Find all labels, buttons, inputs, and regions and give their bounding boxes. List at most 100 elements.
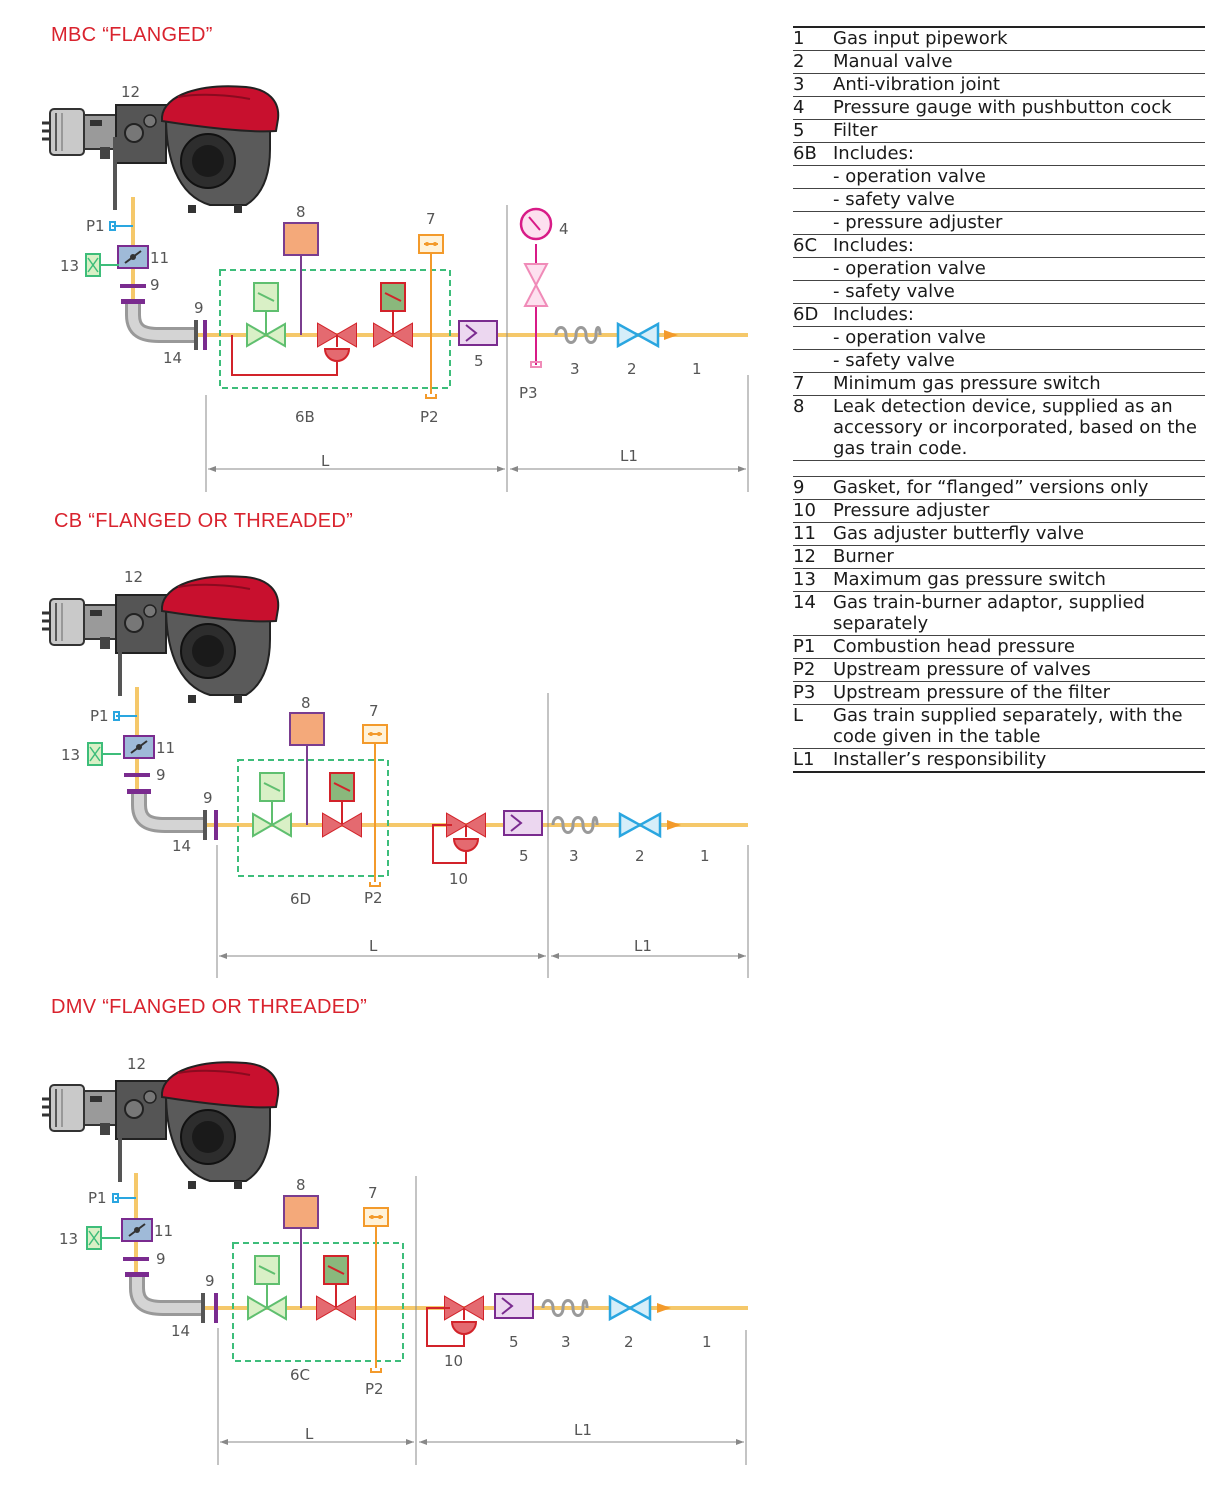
label-14: 14 xyxy=(171,1322,190,1340)
label-2: 2 xyxy=(624,1333,634,1351)
label-3: 3 xyxy=(569,847,579,865)
legend-row: - operation valve xyxy=(793,165,1205,189)
legend-key xyxy=(793,326,833,350)
legend-key: P3 xyxy=(793,681,833,705)
label-1: 1 xyxy=(702,1333,712,1351)
legend-text: Upstream pressure of valves xyxy=(833,658,1205,682)
legend-row: - operation valve xyxy=(793,257,1205,281)
label-6c: 6C xyxy=(290,1366,310,1384)
legend-text: Installer’s responsibility xyxy=(833,748,1205,773)
label-p1: P1 xyxy=(86,217,105,235)
legend-text: - safety valve xyxy=(833,188,1205,212)
legend-row: - safety valve xyxy=(793,188,1205,212)
label-3: 3 xyxy=(561,1333,571,1351)
label-p2: P2 xyxy=(420,408,439,426)
legend-text: Gas input pipework xyxy=(833,27,1205,51)
legend-text: - operation valve xyxy=(833,257,1205,281)
legend-key: 5 xyxy=(793,119,833,143)
legend-key: P2 xyxy=(793,658,833,682)
title-cb: CB “FLANGED OR THREADED” xyxy=(54,510,354,532)
label-l1: L1 xyxy=(634,937,652,955)
legend-key: 6C xyxy=(793,234,833,258)
label-8: 8 xyxy=(296,1176,306,1194)
label-9a: 9 xyxy=(150,276,160,294)
legend-key: P1 xyxy=(793,635,833,659)
legend-text: Manual valve xyxy=(833,50,1205,74)
legend-key: 13 xyxy=(793,568,833,592)
label-9a: 9 xyxy=(156,1250,166,1268)
legend-key xyxy=(793,165,833,189)
label-12: 12 xyxy=(124,568,143,586)
legend-text: Gas adjuster butterfly valve xyxy=(833,522,1205,546)
legend-text: Gas train-burner adaptor, supplied separ… xyxy=(833,591,1205,636)
label-5: 5 xyxy=(519,847,529,865)
legend-key xyxy=(793,257,833,281)
legend-text: Includes: xyxy=(833,234,1205,258)
title-dmv: DMV “FLANGED OR THREADED” xyxy=(51,996,368,1018)
legend-key: 4 xyxy=(793,96,833,120)
label-p1: P1 xyxy=(90,707,109,725)
legend-text: Pressure adjuster xyxy=(833,499,1205,523)
legend-text: Gas train supplied separately, with the … xyxy=(833,704,1205,749)
label-p2: P2 xyxy=(365,1380,384,1398)
label-l1: L1 xyxy=(574,1421,592,1439)
legend-text: - operation valve xyxy=(833,326,1205,350)
title-mbc: MBC “FLANGED” xyxy=(51,24,213,46)
legend-text: Leak detection device, supplied as an ac… xyxy=(833,395,1205,461)
label-p3: P3 xyxy=(519,384,538,402)
label-2: 2 xyxy=(627,360,637,378)
label-p1: P1 xyxy=(88,1189,107,1207)
legend-spacer xyxy=(793,460,1205,477)
legend-key: 11 xyxy=(793,522,833,546)
legend-key xyxy=(793,280,833,304)
legend-key: L1 xyxy=(793,748,833,773)
label-l: L xyxy=(321,452,330,470)
legend-text: Upstream pressure of the filter xyxy=(833,681,1205,705)
label-l1: L1 xyxy=(620,447,638,465)
legend-text: Pressure gauge with pushbutton cock xyxy=(833,96,1205,120)
legend-text: Includes: xyxy=(833,303,1205,327)
legend-key: 12 xyxy=(793,545,833,569)
label-11: 11 xyxy=(150,249,169,267)
label-11: 11 xyxy=(156,739,175,757)
label-13: 13 xyxy=(60,257,79,275)
label-12: 12 xyxy=(121,83,140,101)
legend-text: Gasket, for “flanged” versions only xyxy=(833,476,1205,500)
legend-key: 14 xyxy=(793,591,833,636)
label-11: 11 xyxy=(154,1222,173,1240)
label-14: 14 xyxy=(163,349,182,367)
legend-row: - safety valve xyxy=(793,349,1205,373)
legend-key: 3 xyxy=(793,73,833,97)
label-7: 7 xyxy=(426,210,436,228)
diagram-mbc: 12 P1 11 13 9 9 14 8 7 4 5 3 2 1 P3 6B P… xyxy=(40,83,749,492)
label-14: 14 xyxy=(172,837,191,855)
legend-key xyxy=(793,349,833,373)
legend-text: Minimum gas pressure switch xyxy=(833,372,1205,396)
legend-text: Maximum gas pressure switch xyxy=(833,568,1205,592)
label-12: 12 xyxy=(127,1055,146,1073)
label-5: 5 xyxy=(509,1333,519,1351)
legend-text: Anti-vibration joint xyxy=(833,73,1205,97)
legend-key: 7 xyxy=(793,372,833,396)
label-6b: 6B xyxy=(295,408,315,426)
gas-train-diagrams: 12 P1 11 13 9 9 14 8 7 4 5 3 2 1 P3 6B P… xyxy=(40,83,749,1465)
diagram-dmv: 12 P1 11 13 9 9 14 8 7 10 5 3 2 1 6C P2 … xyxy=(40,1055,748,1465)
legend-row: - safety valve xyxy=(793,280,1205,304)
